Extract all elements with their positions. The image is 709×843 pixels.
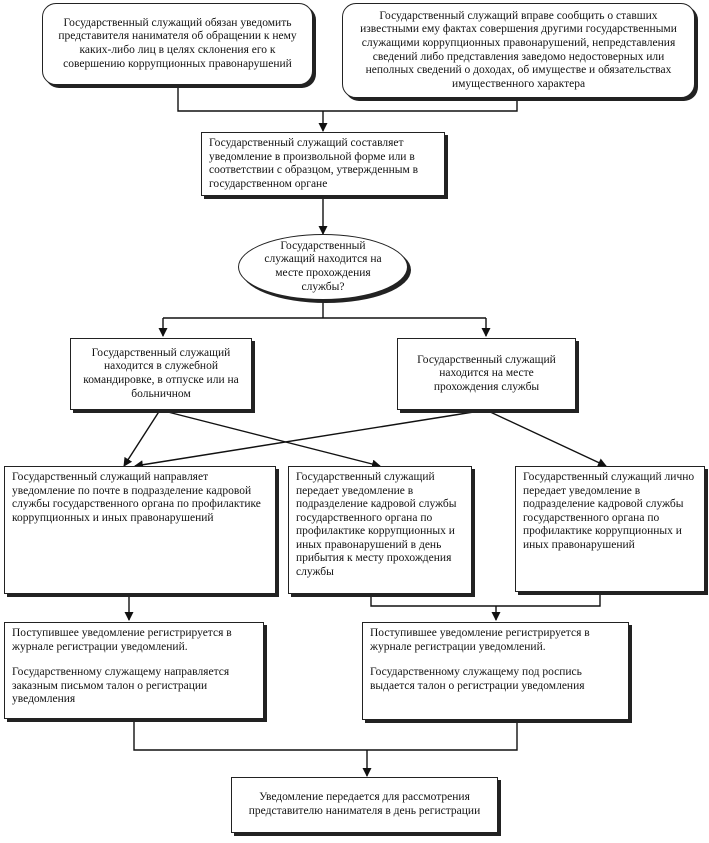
send-by-mail-box: Государственный служащий направляет увед… [4,466,276,594]
deliver-in-person-box: Государственный служащий лично передает … [515,466,705,592]
arrow-away-to-arrival [159,409,381,469]
registration-mail-line2: Государственному служащему направляется … [12,666,230,706]
deliver-on-arrival-box: Государственный служащий передает уведом… [288,466,472,594]
may-report-box: Государственный служащий вправе сообщить… [342,3,695,98]
registration-mail-line1: Поступившее уведомление регистрируется в… [12,627,232,653]
onsite-text: Государственный служащий находится на ме… [417,353,556,393]
deliver-on-arrival-text: Государственный служащий передает уведом… [296,471,457,578]
registration-mail-box: Поступившее уведомление регистрируется в… [4,622,264,719]
away-box: Государственный служащий находится в слу… [70,338,252,410]
registration-signature-box: Поступившее уведомление регистрируется в… [362,622,629,720]
send-by-mail-text: Государственный служащий направляет увед… [12,471,261,524]
registration-signature-line1: Поступившее уведомление регистрируется в… [370,627,590,653]
deliver-in-person-text: Государственный служащий лично передает … [523,471,695,551]
compose-notification-box: Государственный служащий составляет увед… [201,132,445,196]
final-transfer-text: Уведомление передается для рассмотрения … [248,791,481,817]
may-report-text: Государственный служащий вправе сообщить… [360,9,677,90]
arrow-onsite-to-person [485,409,607,467]
merge-right-regs [370,592,601,607]
registration-signature-line2: Государственному служащему под роспись в… [370,666,585,692]
onsite-box: Государственный служащий находится на ме… [397,338,576,410]
arrow-onsite-to-mail [134,409,487,470]
final-transfer-box: Уведомление передается для рассмотрения … [231,777,498,833]
arrow-away-to-mail [123,409,161,467]
obliged-notify-text: Государственный служащий обязан уведомит… [58,16,297,70]
obliged-notify-box: Государственный служащий обязан уведомит… [42,3,313,85]
decision-text: Государственный служащий находится на ме… [264,239,382,293]
away-text: Государственный служащий находится в слу… [83,346,239,400]
merge-final [133,719,518,751]
decision-on-site: Государственный служащий находится на ме… [238,234,408,300]
compose-notification-text: Государственный служащий составляет увед… [209,137,419,190]
